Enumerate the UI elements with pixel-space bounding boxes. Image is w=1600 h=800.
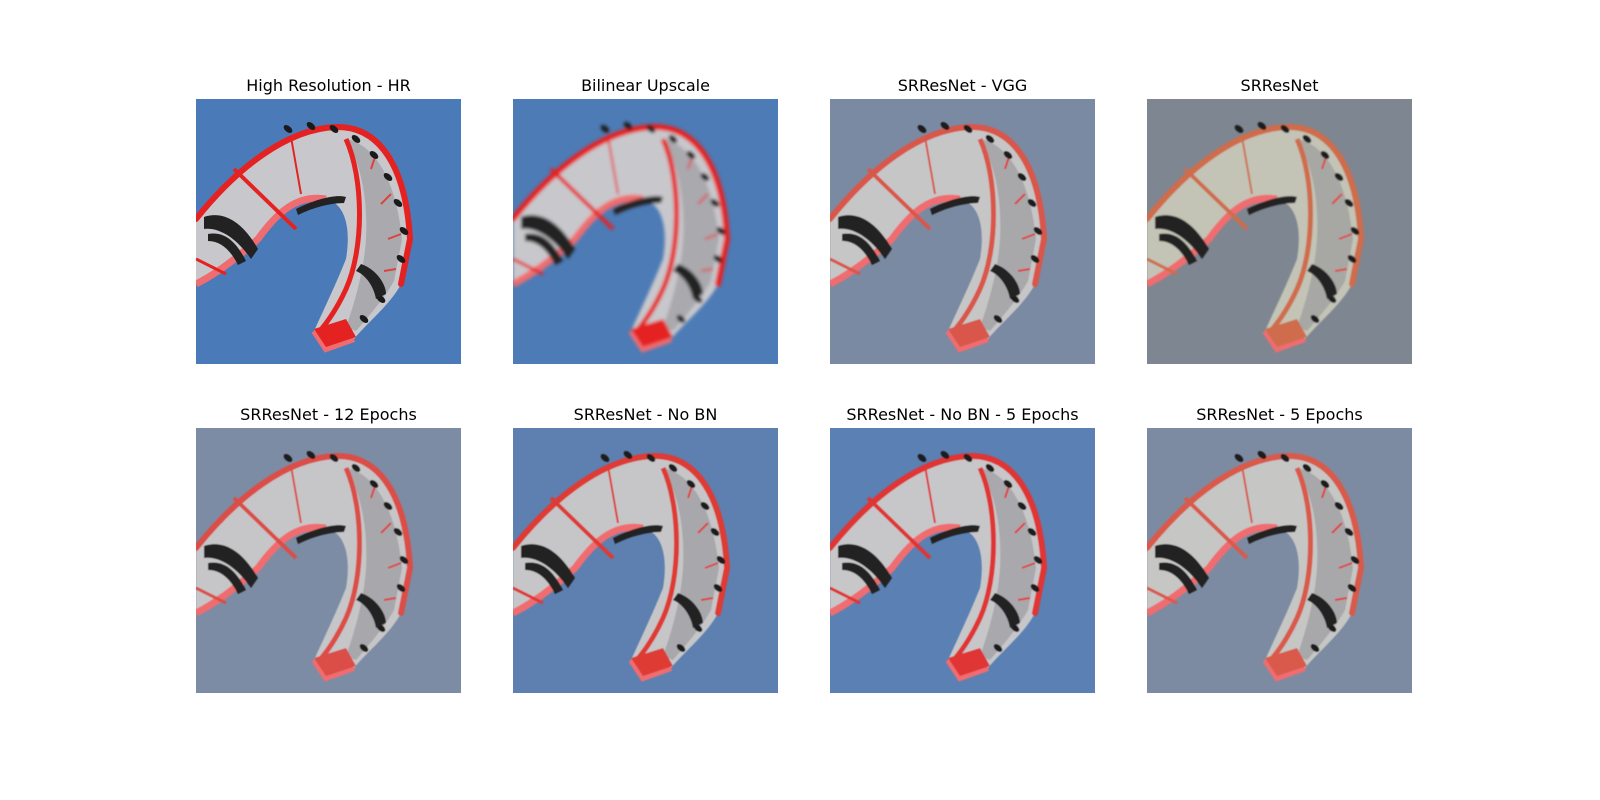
panel-title: SRResNet: [1240, 76, 1319, 95]
kite-image: [830, 99, 1095, 364]
kite: [513, 122, 731, 353]
kite-image: [1147, 99, 1412, 364]
kite: [830, 122, 1048, 353]
panel-title: SRResNet - VGG: [897, 76, 1028, 95]
panel-title: High Resolution - HR: [246, 76, 411, 95]
kite: [830, 451, 1048, 682]
panel-title: SRResNet - 12 Epochs: [240, 405, 417, 424]
kite-image: [196, 99, 461, 364]
panel-title: SRResNet - No BN - 5 Epochs: [846, 405, 1079, 424]
kite-image: [513, 428, 778, 693]
kite: [513, 451, 731, 682]
kite: [1147, 451, 1365, 682]
kite: [1147, 122, 1365, 353]
panel-title: SRResNet - 5 Epochs: [1196, 405, 1363, 424]
panel-title: SRResNet - No BN: [573, 405, 718, 424]
kite-image: [196, 428, 461, 693]
kite: [196, 122, 414, 353]
kite-image: [1147, 428, 1412, 693]
panel-title: Bilinear Upscale: [581, 76, 710, 95]
kite-image: [513, 99, 778, 364]
kite-image: [830, 428, 1095, 693]
kite: [196, 451, 414, 682]
